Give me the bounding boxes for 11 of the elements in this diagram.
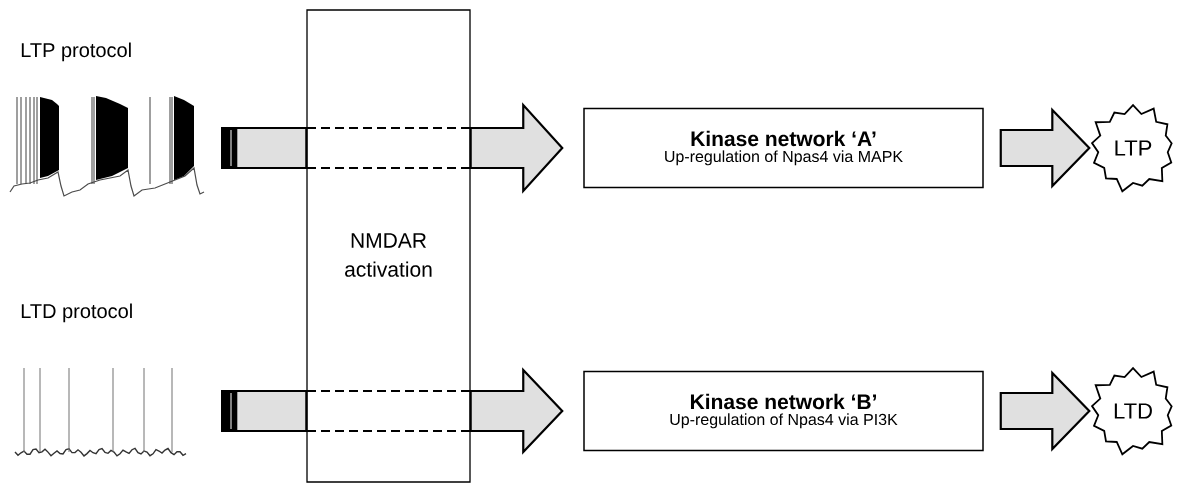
process-box: NMDAR activation: [306, 9, 471, 483]
process-box: Kinase network ‘B’ Up-regulation of Npas4 via PI3K: [583, 370, 984, 452]
process-box: Kinase network ‘A’ Up-regulation of Npas4 via MAPK: [583, 107, 984, 189]
block-arrow: [235, 126, 308, 170]
panel-heading: LTD protocol: [21, 303, 132, 323]
block-arrow: [999, 107, 1091, 189]
block-arrow: [469, 102, 564, 194]
panel-heading: LTP protocol: [21, 42, 131, 62]
block-arrow: [999, 370, 1091, 452]
block-arrow: [235, 389, 308, 433]
block-arrow: [469, 367, 564, 455]
